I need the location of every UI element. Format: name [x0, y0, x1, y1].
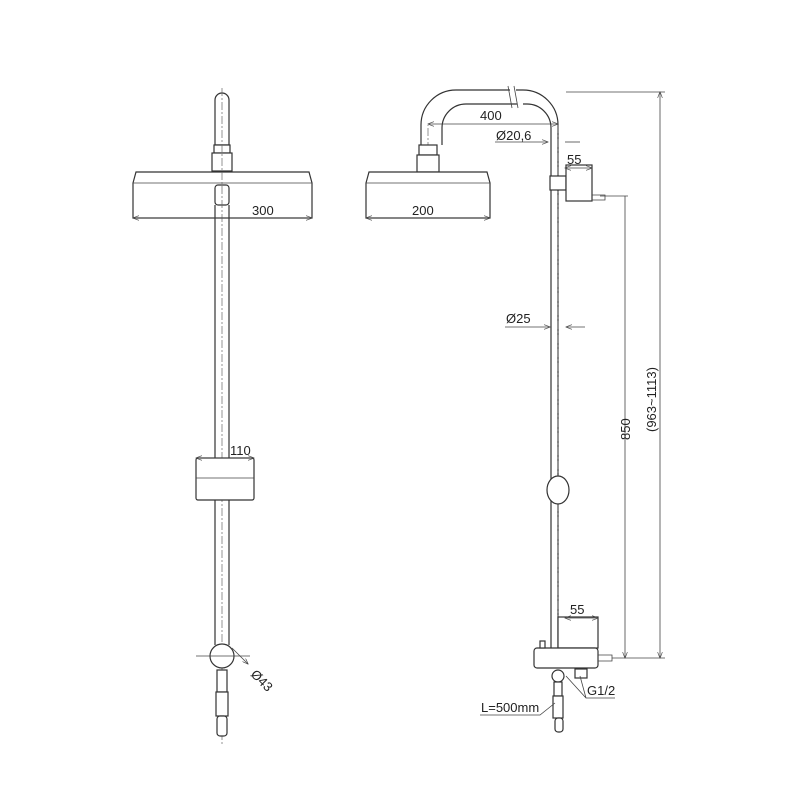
top-bracket-depth-label: 55: [567, 152, 581, 167]
valve-depth-label: 55: [570, 602, 584, 617]
arm-diameter-label: Ø20,6: [496, 128, 531, 143]
side-head-width-label: 200: [412, 203, 434, 218]
top-pipe: [214, 92, 230, 146]
bracket-width-label: 110: [230, 443, 251, 458]
slider-knob: [546, 475, 570, 505]
front-view: 300 110 Ø43: [132, 88, 313, 745]
total-height-label: (963~1113): [644, 367, 659, 432]
front-head-width-label: 300: [252, 203, 274, 218]
pipe-diameter-label: Ø25: [506, 311, 531, 326]
hand-shower-bracket: [195, 457, 255, 501]
side-view: 200 400 Ø20,6 55 Ø25 55 850 (963~1113): [365, 85, 665, 733]
thread-label: G1/2: [587, 683, 615, 698]
hose-length-label: L=500mm: [481, 700, 539, 715]
outlet-height-label: 850: [618, 418, 633, 440]
valve-diameter-label: Ø43: [248, 667, 276, 695]
mixer-valve: [533, 647, 599, 669]
arm-reach-label: 400: [480, 108, 502, 123]
